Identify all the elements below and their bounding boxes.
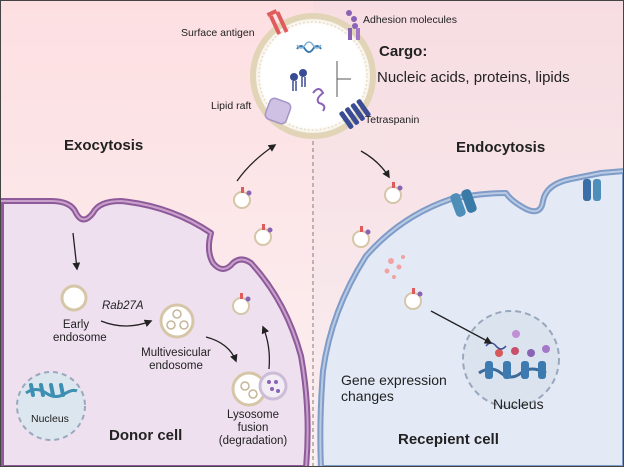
exosome	[384, 182, 403, 204]
multivesicular-endosome	[159, 303, 195, 339]
multivesicular-endosome-label: Multivesicular endosome	[141, 347, 211, 373]
protein-icon	[312, 88, 326, 112]
surface-antigen-icon	[266, 9, 289, 35]
tetraspanin-icon	[339, 99, 371, 129]
exosome	[352, 226, 371, 248]
lipid-raft-icon	[264, 97, 292, 125]
exosome	[404, 288, 423, 310]
dna-icon	[296, 45, 322, 53]
exosome	[233, 187, 252, 209]
arrow-early-to-mve	[100, 319, 153, 327]
recipient-nucleus	[462, 310, 560, 408]
channel-protein	[583, 179, 601, 201]
donor-cell-label: Donor cell	[109, 427, 183, 444]
adhesion-molecule-icon	[346, 10, 360, 40]
lysosome-fusion-label: Lysosome fusion (degradation)	[218, 409, 288, 448]
arrow-mve-to-lysosome	[205, 336, 238, 363]
adhesion-molecules-label: Adhesion molecules	[363, 14, 457, 26]
arrow-exosome-to-uptake	[360, 150, 390, 179]
exosome	[232, 293, 251, 315]
arrow-release-to-exosome	[236, 144, 277, 182]
endocytosis-heading: Endocytosis	[456, 139, 546, 156]
lysosome-fusion	[231, 371, 288, 407]
arrow-lysosome-to-release	[261, 325, 271, 370]
exocytosis-heading: Exocytosis	[64, 137, 144, 154]
donor-nucleus-label: Nucleus	[31, 413, 69, 425]
cargo-title: Cargo:	[379, 43, 428, 60]
donor-nucleus	[16, 371, 86, 441]
cargo-items: Nucleic acids, proteins, lipids	[377, 69, 570, 86]
surface-antigen-label: Surface antigen	[181, 27, 255, 39]
tetraspanin-label: Tetraspanin	[365, 114, 420, 126]
channel-protein	[450, 189, 477, 217]
lipid-icon	[290, 69, 307, 91]
arrow-to-nucleus	[430, 310, 493, 344]
early-endosome	[60, 284, 88, 312]
recipient-cell	[317, 168, 623, 466]
arrow-invagination-to-early	[72, 232, 81, 271]
released-cargo-dots	[384, 255, 405, 279]
exosome-structure	[250, 9, 376, 139]
donor-membrane-inner	[1, 199, 309, 466]
gene-expression-label: Gene expression changes	[341, 372, 447, 405]
lipid-raft-label: Lipid raft	[211, 100, 252, 112]
recipient-nucleus-label: Nucleus	[493, 396, 544, 412]
rab27a-label: Rab27A	[102, 300, 144, 312]
early-endosome-label: Early endosome	[53, 319, 107, 345]
recipient-cell-label: Recepient cell	[398, 431, 499, 448]
exosome	[254, 224, 273, 246]
pathway-arrows	[72, 144, 493, 370]
